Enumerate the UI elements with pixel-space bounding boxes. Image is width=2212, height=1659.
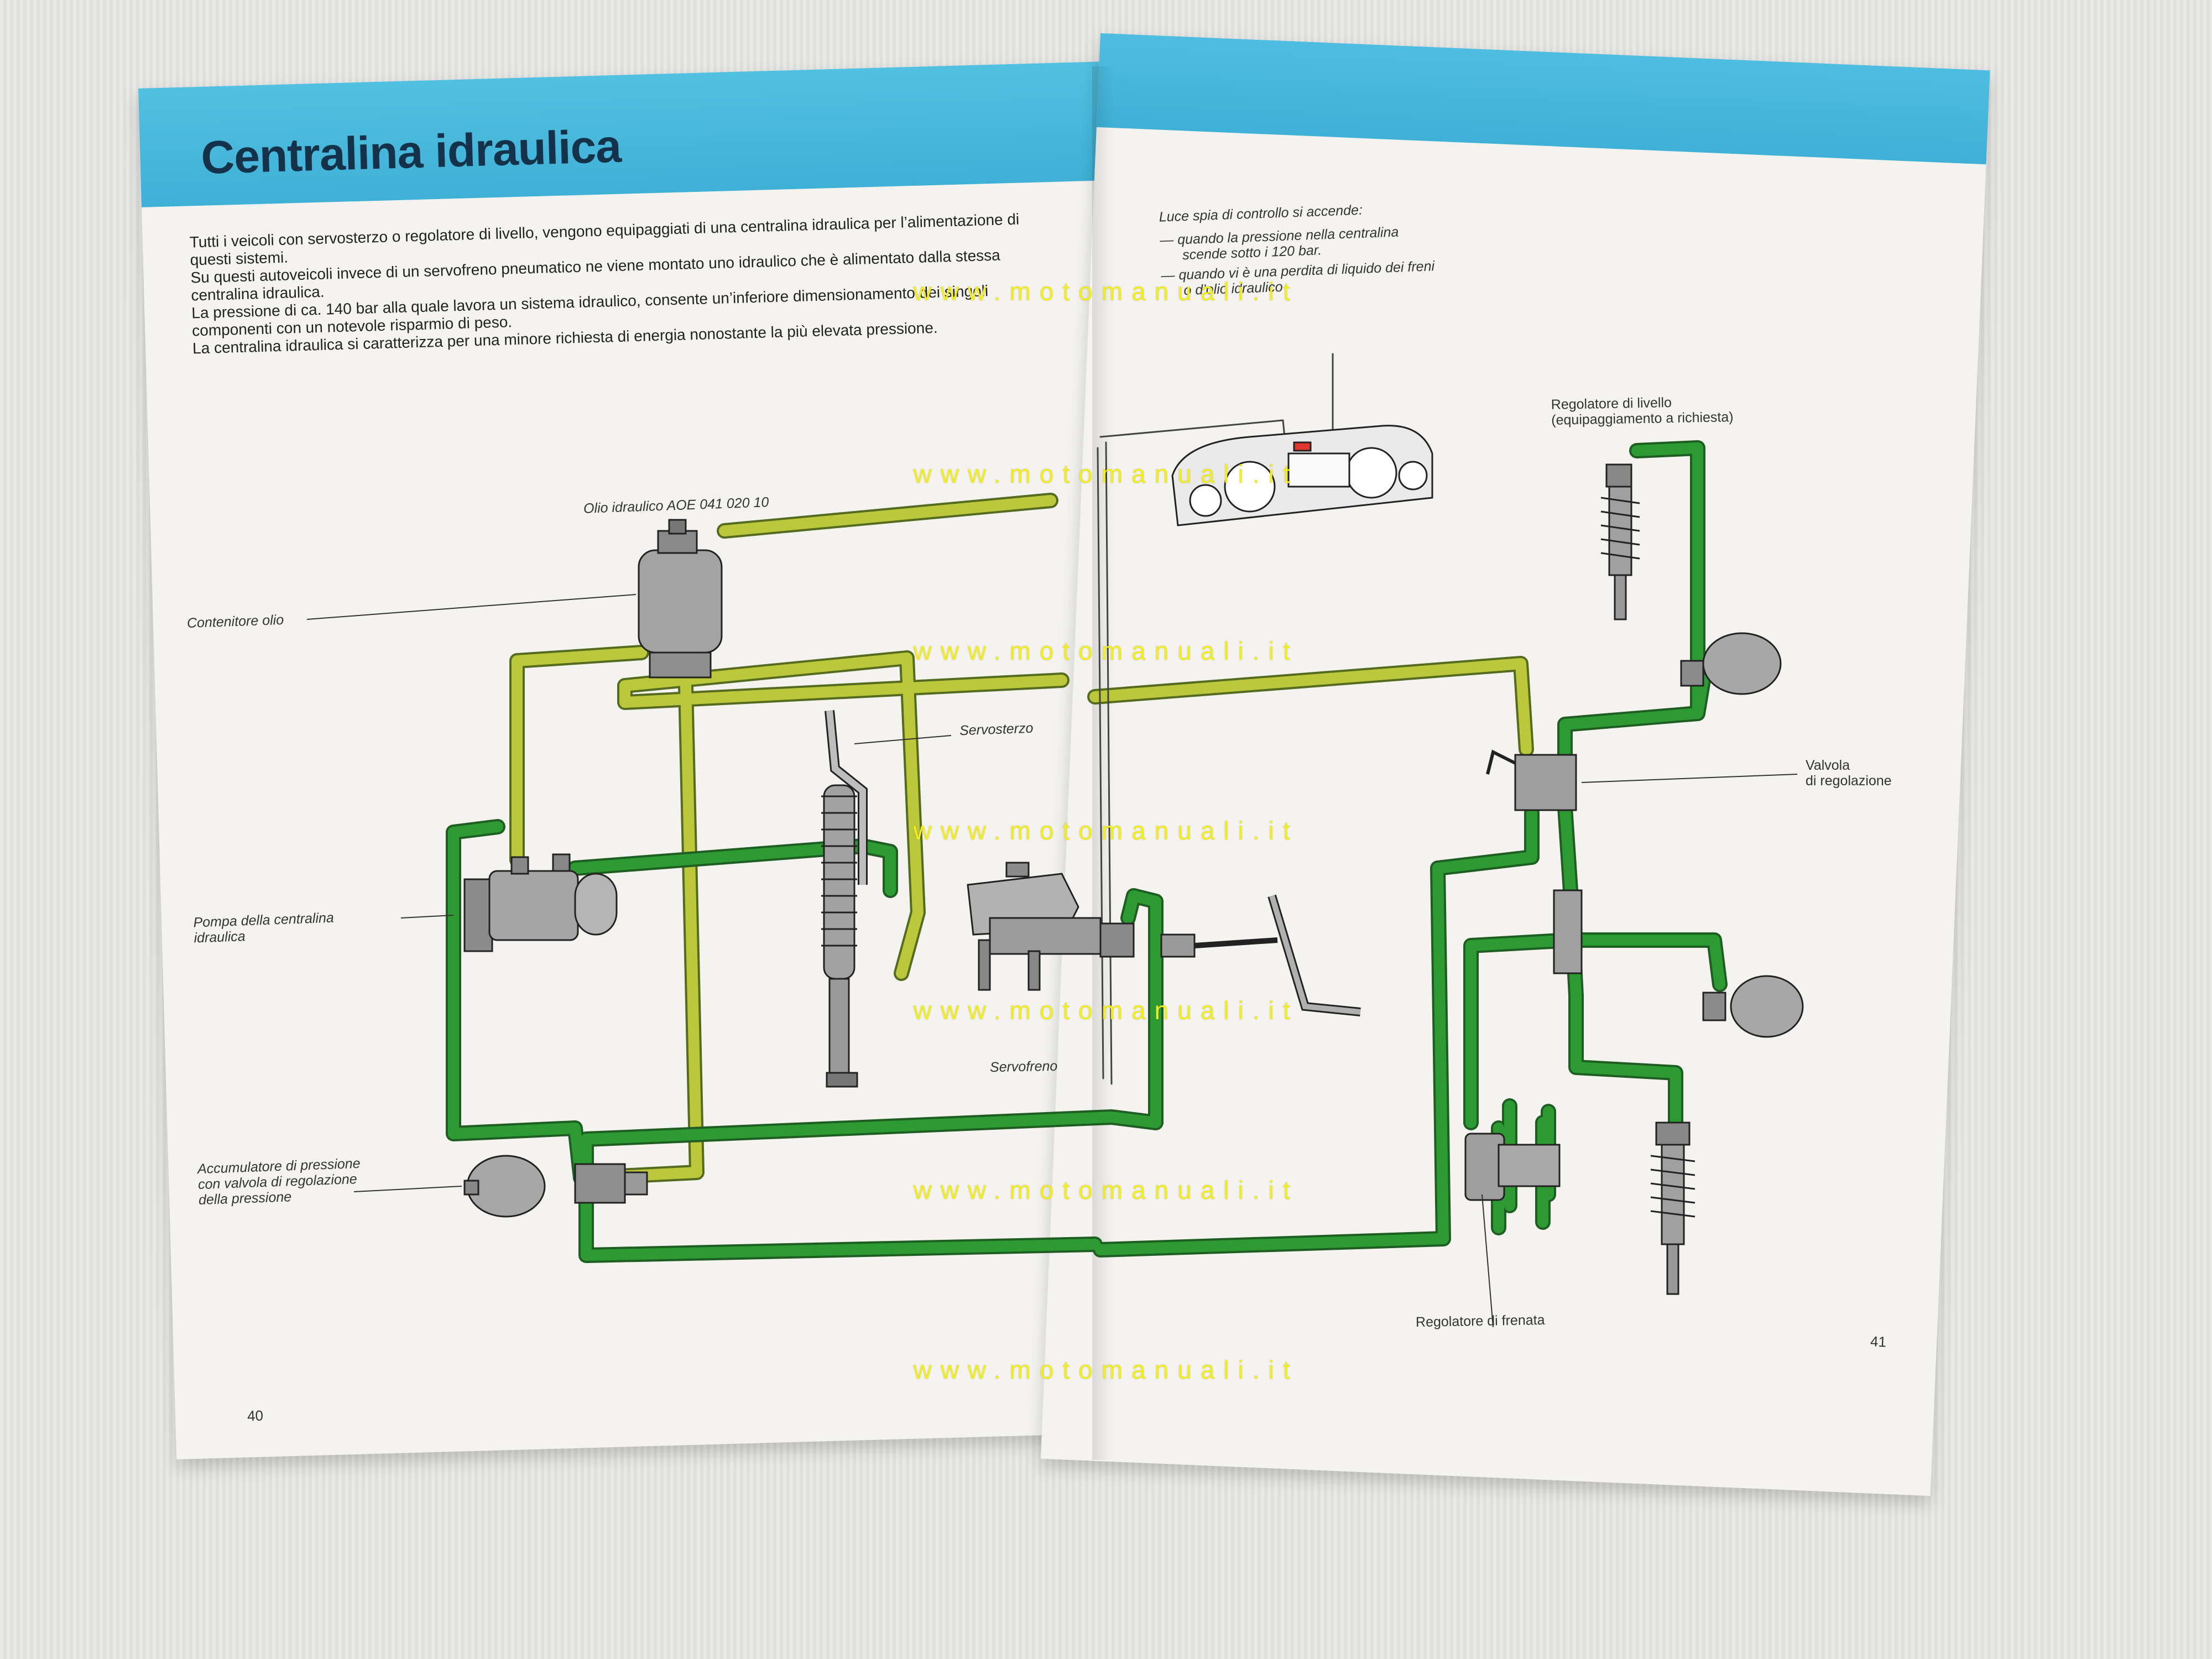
power-steering-rack: [821, 710, 868, 1088]
label-servofreno: Servofreno: [989, 1058, 1058, 1076]
label-line: di regolazione: [1806, 773, 1892, 789]
watermark: www.motomanuali.it: [913, 996, 1299, 1025]
label-servosterzo: Servosterzo: [959, 720, 1034, 739]
instrument-cluster: [1171, 425, 1433, 526]
level-regulator-strut-top: [1600, 463, 1640, 620]
label-regolatore-livello: Regolatore di livello (equipaggiamento a…: [1551, 394, 1734, 428]
brake-regulator: [1464, 1133, 1561, 1201]
pressure-accumulator: [463, 1155, 648, 1218]
label-line: (equipaggiamento a richiesta): [1551, 409, 1734, 428]
label-pompa: Pompa della centralina idraulica: [193, 910, 335, 946]
level-accumulator-rear: [1702, 975, 1804, 1038]
oil-reservoir: [638, 519, 723, 679]
watermark: www.motomanuali.it: [913, 816, 1299, 845]
level-accumulator-top: [1680, 632, 1782, 695]
brake-pedal: [1160, 894, 1361, 1016]
label-regolatore-frenata: Regolatore di frenata: [1415, 1312, 1545, 1331]
label-accumulatore: Accumulatore di pressione con valvola di…: [197, 1156, 362, 1208]
watermark: www.motomanuali.it: [913, 1355, 1299, 1384]
watermark: www.motomanuali.it: [913, 460, 1299, 488]
watermark: www.motomanuali.it: [913, 1176, 1299, 1204]
label-line: Valvola: [1806, 758, 1850, 773]
regulating-valve: [1486, 749, 1577, 811]
distribution-block: [1553, 889, 1583, 974]
book-spine-shadow: [1092, 66, 1114, 1460]
label-valvola: Valvola di regolazione: [1806, 758, 1892, 789]
leader-lines: [306, 594, 1798, 1328]
brake-master-cylinder: [967, 862, 1135, 991]
hydraulic-pump: [463, 853, 618, 952]
watermark: www.motomanuali.it: [913, 637, 1299, 665]
level-regulator-strut-rear: [1650, 1121, 1695, 1295]
watermark: www.motomanuali.it: [913, 277, 1299, 306]
